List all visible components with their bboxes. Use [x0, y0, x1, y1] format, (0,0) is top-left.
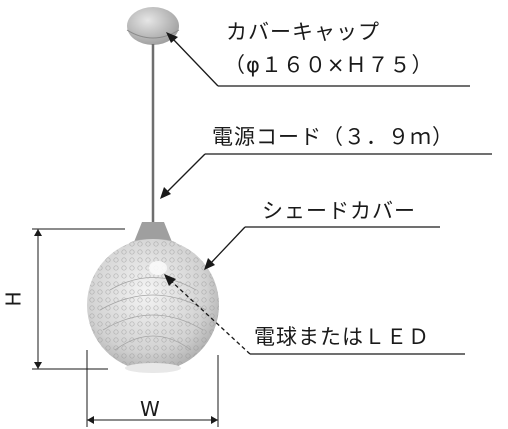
height-dimension [32, 228, 125, 370]
label-cover-cap-size: （φ１６０×Ｈ７５） [224, 53, 434, 77]
bulb [149, 261, 167, 275]
label-width: W [140, 397, 160, 421]
label-shade-cover: シェードカバー [262, 199, 416, 223]
shade-cover [87, 239, 219, 373]
cover-cap-rim [126, 29, 180, 39]
label-cover-cap: カバーキャップ [226, 20, 380, 44]
label-bulb: 電球またはＬＥＤ [254, 325, 430, 349]
width-dimension [86, 350, 219, 427]
label-height: H [1, 291, 26, 307]
label-power-cord: 電源コード（３．９ｍ） [212, 125, 454, 149]
socket [134, 222, 172, 242]
